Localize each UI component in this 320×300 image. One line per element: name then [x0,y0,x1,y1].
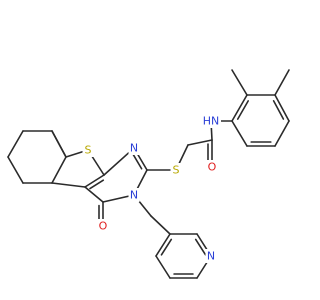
bond-ph2-me2 [231,69,248,96]
molecule-structure-diagram: S N S O HN N O N [7,69,290,279]
bond-ch2a-c_amide [187,139,213,146]
atom-background [205,249,217,263]
bond-ph3-ph4 [274,94,290,122]
bond-double-c_s2-c_t3 [89,179,105,190]
atom-label-s-link: S [173,164,180,177]
bond-double-N_ring_top-c_2 [131,152,143,170]
bond-c6-c1 [7,156,24,184]
bond-c_t3-c5 [51,182,86,188]
bond-c_s2-c_t3 [84,174,105,188]
atom-background [201,114,221,128]
bond-ph3-me3 [274,69,290,96]
atom-background [206,160,218,174]
atom-label-s-thio: S [85,144,92,157]
bond-double-ph1-ph2 [236,100,250,120]
atom-label-o-amide: O [208,161,217,174]
bond-c3-c4 [51,130,67,158]
atom-background [82,143,94,157]
atom-label-n-pyridine: N [207,250,215,263]
bond-ph4-ph5 [274,120,290,147]
bond-ph1-ph2 [231,94,248,122]
atom-background [128,188,140,202]
atom-label-n-ring3: N [130,189,138,202]
atom-label-layer: S N S O HN N O N [82,114,221,263]
atom-background [128,141,140,155]
bond-py2-py3 [155,255,171,279]
bond-double-N_pyridine-py6 [194,238,207,256]
bond-double-py1-py2 [160,238,173,256]
bond-double-ph3-ph4 [272,99,285,120]
bond-layer [7,69,290,279]
atom-background [170,163,182,177]
atom-label-o-keto: O [99,220,108,233]
bond-c4-c5 [51,156,67,184]
bond-ph6-ph1 [231,120,248,147]
atom-label-n-ring-top: N [130,142,138,155]
bond-c_4-c_t3 [84,186,104,203]
atom-label-n-amide: HN [203,115,220,128]
bond-py1-py2 [155,233,171,257]
atom-background [97,219,109,233]
bond-ch2b-py1 [150,215,171,235]
bond-c1-c2 [7,130,24,158]
